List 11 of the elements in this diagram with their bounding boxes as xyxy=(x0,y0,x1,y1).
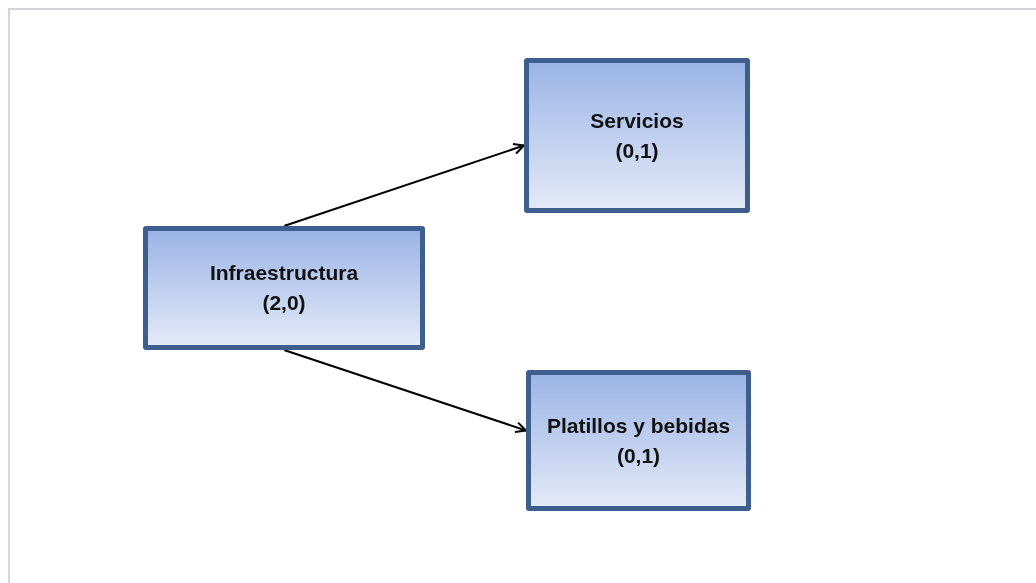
box-label: (2,0) xyxy=(262,290,306,316)
box-label: Servicios xyxy=(590,107,684,134)
box-label: (0,1) xyxy=(615,137,659,164)
arrow xyxy=(283,349,527,434)
process-box xyxy=(526,370,751,511)
box-label: Infraestructura xyxy=(209,260,359,286)
process-box xyxy=(143,226,425,350)
box-label: Platillos y bebidas xyxy=(546,412,731,439)
box-label: (0,1) xyxy=(616,442,661,469)
arrow xyxy=(283,142,525,227)
process-box xyxy=(524,58,750,213)
